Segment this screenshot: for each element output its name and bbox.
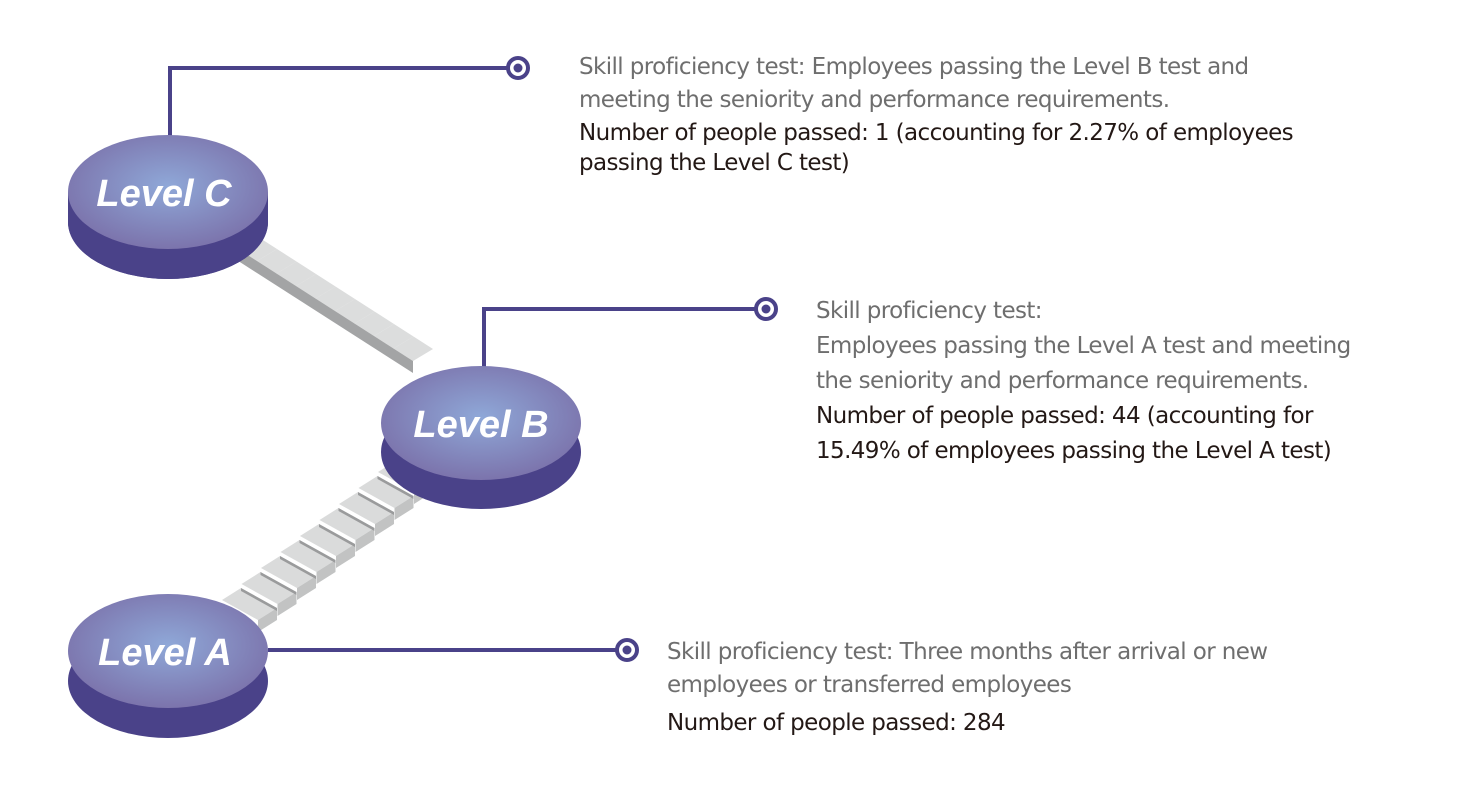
stair-step xyxy=(339,492,394,536)
description-line: Skill proficiency test: Three months aft… xyxy=(667,639,1268,665)
count-line: Number of people passed: 44 (accounting … xyxy=(816,403,1313,429)
count-line: passing the Level C test) xyxy=(579,150,850,176)
stair-step xyxy=(354,311,394,348)
count-line: Number of people passed: 1 (accounting f… xyxy=(579,120,1294,146)
connector-level-b xyxy=(482,297,778,368)
stair-step xyxy=(241,572,297,616)
disc-level-a: Level A xyxy=(68,594,268,738)
stair-step xyxy=(315,286,355,323)
level-c-description: Skill proficiency test: Employees passin… xyxy=(579,51,1294,180)
stair-step xyxy=(300,524,355,568)
stair-step xyxy=(276,261,316,298)
count-line: 15.49% of employees passing the Level A … xyxy=(816,438,1332,464)
stair-step xyxy=(335,299,375,336)
disc-label: Level A xyxy=(98,632,232,674)
disc-label: Level B xyxy=(413,404,548,446)
stair-step xyxy=(319,508,375,552)
connector-level-c xyxy=(168,56,530,137)
description-line: Employees passing the Level A test and m… xyxy=(816,333,1351,359)
stair-step xyxy=(257,249,297,286)
stair-step xyxy=(296,274,336,311)
level-a-description: Skill proficiency test: Three months aft… xyxy=(667,636,1268,740)
description-line: employees or transferred employees xyxy=(667,672,1072,698)
description-line: meeting the seniority and performance re… xyxy=(579,87,1170,113)
description-line: the seniority and performance requiremen… xyxy=(816,368,1309,394)
stair-step xyxy=(358,476,414,520)
connector-level-a xyxy=(268,638,639,662)
disc-label: Level C xyxy=(96,173,232,215)
description-line: Skill proficiency test: Employees passin… xyxy=(579,54,1249,80)
stair-step xyxy=(280,540,336,584)
stair-step xyxy=(374,324,414,361)
count-line: Number of people passed: 284 xyxy=(667,710,1006,736)
description-line: Skill proficiency test: xyxy=(816,298,1043,324)
disc-level-c: Level C xyxy=(68,135,268,279)
stair-step xyxy=(393,336,433,373)
stair-step xyxy=(222,588,277,632)
stair-step xyxy=(261,556,316,600)
disc-level-b: Level B xyxy=(381,366,581,509)
level-b-description: Skill proficiency test: Employees passin… xyxy=(816,294,1351,469)
